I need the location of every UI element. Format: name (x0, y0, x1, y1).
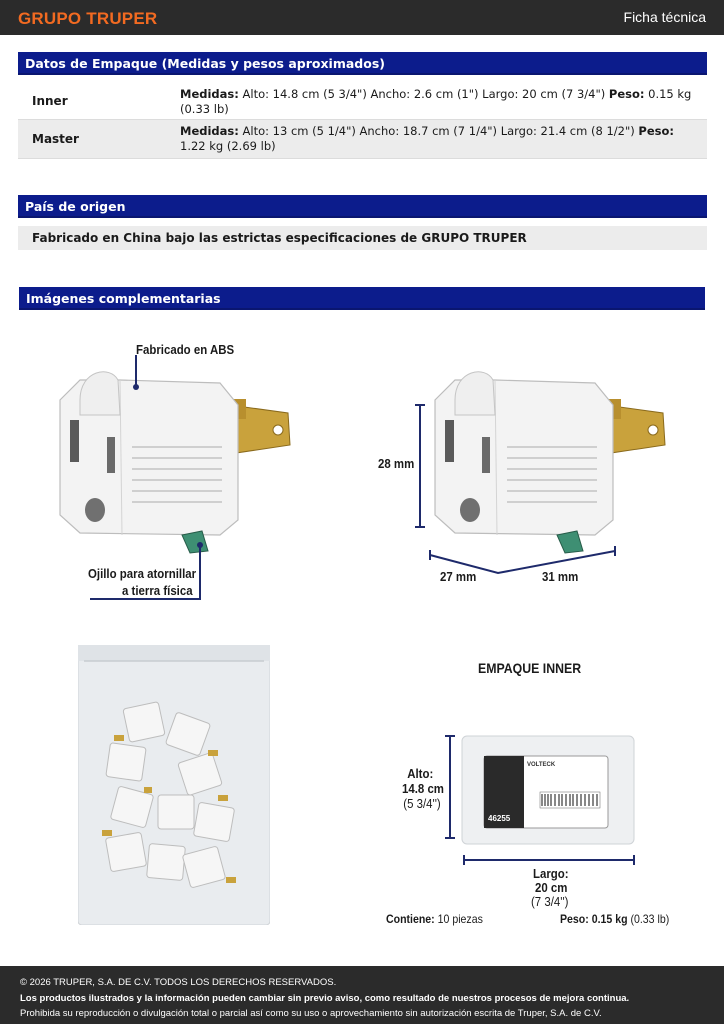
weight-lb: (0.33 lb) (630, 912, 670, 926)
callout-ground-line1: Ojillo para atornillar (88, 566, 197, 581)
inner-package-image: VOLTECK 46255 (461, 735, 635, 865)
medidas-value: Alto: 13 cm (5 1/4") Ancho: 18.7 cm (7 1… (242, 124, 635, 138)
images-section-title: Imágenes complementarias (19, 287, 705, 310)
inner-weight: Peso: 0.15 kg (0.33 lb) (560, 912, 669, 926)
brand-logo: GRUPO TRUPER (18, 9, 158, 28)
callout-material: Fabricado en ABS (136, 342, 235, 357)
largo-cm: 20 cm (535, 880, 568, 895)
table-row: Master Medidas: Alto: 13 cm (5 1/4") Anc… (18, 120, 707, 159)
footer: © 2026 TRUPER, S.A. DE C.V. TODOS LOS DE… (0, 966, 724, 1024)
contents-label: Contiene: (386, 912, 435, 926)
footer-legal: Prohibida su reproducción o divulgación … (20, 1008, 602, 1019)
peso-value: 0.15 kg (0.33 lb) (180, 87, 692, 116)
footer-copyright: © 2026 TRUPER, S.A. DE C.V. TODOS LOS DE… (20, 977, 337, 988)
dimension-depth: 27 mm (440, 569, 477, 584)
largo-label: Largo: (533, 866, 569, 881)
alto-cm: 14.8 cm (402, 781, 444, 796)
package-brand: VOLTECK (527, 762, 556, 768)
bag-of-adapters-image (78, 645, 270, 925)
medidas-label: Medidas: (180, 87, 239, 101)
dimension-width: 31 mm (542, 569, 579, 584)
packaging-section-title: Datos de Empaque (Medidas y pesos aproxi… (18, 52, 707, 75)
peso-value: 1.22 kg (2.69 lb) (180, 138, 276, 153)
row-label: Inner (32, 94, 68, 108)
top-bar: GRUPO TRUPER Ficha técnica (0, 0, 724, 35)
document-type: Ficha técnica (623, 9, 706, 25)
row-value: Medidas: Alto: 14.8 cm (5 3/4") Ancho: 2… (180, 83, 707, 119)
adapter-image-callouts (59, 355, 291, 600)
weight-value: 0.15 kg (591, 912, 628, 926)
row-value: Medidas: Alto: 13 cm (5 1/4") Ancho: 18.… (180, 120, 707, 158)
weight-label: Peso: (560, 912, 589, 926)
medidas-label: Medidas: (180, 124, 239, 138)
alto-label: Alto: (407, 766, 434, 781)
row-label: Master (32, 132, 79, 146)
alto-in: (5 3/4'') (403, 796, 441, 811)
packaging-table: Inner Medidas: Alto: 14.8 cm (5 3/4") An… (18, 83, 707, 159)
medidas-value: Alto: 14.8 cm (5 3/4") Ancho: 2.6 cm (1"… (242, 87, 606, 101)
peso-label: Peso: (638, 124, 674, 138)
inner-package-title: EMPAQUE INNER (478, 660, 582, 676)
contents-value: 10 piezas (437, 912, 483, 926)
alto-dimension-line (445, 735, 455, 839)
footer-notice: Los productos ilustrados y la informació… (20, 992, 630, 1004)
contents: Contiene: 10 piezas (386, 912, 483, 926)
origin-text: Fabricado en China bajo las estrictas es… (18, 226, 707, 250)
adapter-image-dimensions (415, 371, 666, 575)
callout-ground-line2: a tierra física (122, 583, 193, 598)
dimension-height: 28 mm (378, 456, 415, 471)
peso-label: Peso: (608, 87, 645, 101)
largo-in: (7 3/4'') (531, 894, 569, 909)
origin-section-title: País de origen (18, 195, 707, 218)
table-row: Inner Medidas: Alto: 14.8 cm (5 3/4") An… (18, 83, 707, 120)
package-code: 46255 (488, 814, 511, 823)
